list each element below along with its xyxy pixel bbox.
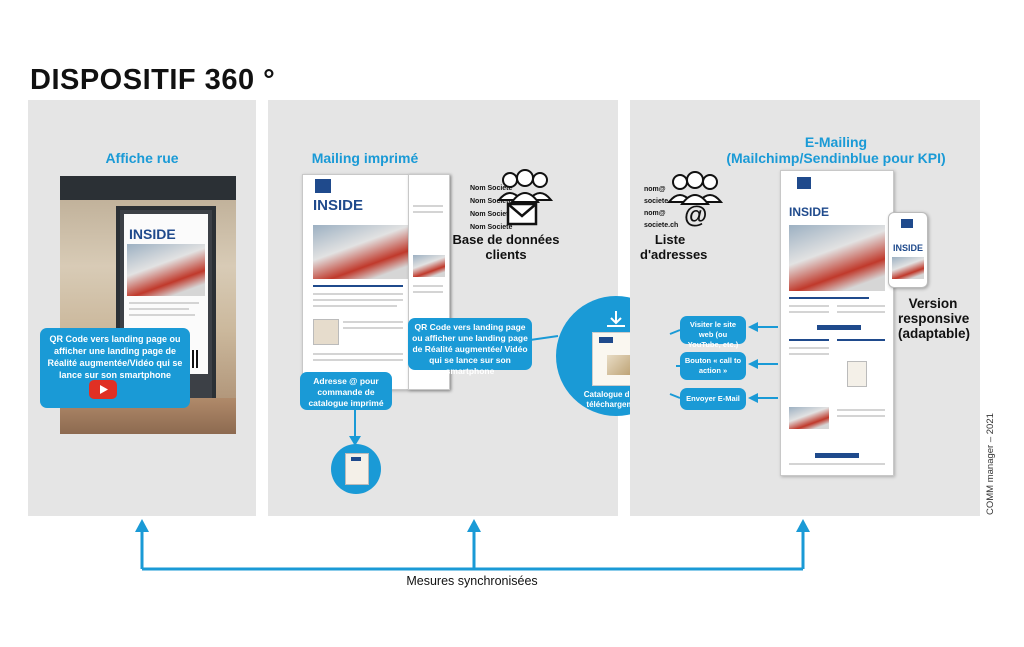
arrow-icon xyxy=(349,408,361,446)
callout-address: Adresse @ pour commande de catalogue imp… xyxy=(300,372,392,410)
callout-visit-website: Visiter le site web (ou YouTube, etc.) xyxy=(680,316,746,349)
printed-catalogue-circle xyxy=(331,444,381,494)
people-icon xyxy=(666,171,724,205)
db-name-list: Nom Societe Nom Societe Nom Societe Nom … xyxy=(470,185,513,231)
callout-qr-mailing-text: QR Code vers landing page ou afficher un… xyxy=(412,322,528,376)
page-title: DISPOSITIF 360 ° xyxy=(30,64,276,96)
panel-mailing-title: Mailing imprimé xyxy=(311,150,419,166)
mailing-doc-heading: INSIDE xyxy=(313,197,364,214)
poster-photo xyxy=(127,244,205,296)
callout-send-email: Envoyer E-Mail xyxy=(680,388,746,410)
credit-text: COMM manager – 2021 xyxy=(985,413,996,515)
sync-label: Mesures synchronisées xyxy=(406,574,538,588)
poster-heading: INSIDE xyxy=(129,226,176,242)
catalogue-label: Catalogue digital téléchargement xyxy=(583,390,649,409)
play-button-icon[interactable] xyxy=(89,380,117,399)
panel-emailing-title-2: (Mailchimp/Sendinblue pour KPI) xyxy=(726,150,946,166)
download-icon[interactable] xyxy=(604,310,628,330)
mobile-phone: INSIDE xyxy=(888,212,928,288)
at-sign-icon: @ xyxy=(684,202,708,229)
address-label: Liste d'adresses xyxy=(640,232,708,262)
envelope-icon xyxy=(506,202,538,226)
db-label: Base de données clients xyxy=(452,232,560,262)
qr-callout-connector xyxy=(530,335,559,341)
email-document: INSIDE xyxy=(780,170,894,476)
callout-qr-mailing: QR Code vers landing page ou afficher un… xyxy=(408,318,532,376)
mobile-heading: INSIDE xyxy=(893,243,924,253)
people-icon xyxy=(496,169,554,203)
email-doc-heading: INSIDE xyxy=(789,205,830,219)
callout-address-text: Adresse @ pour commande de catalogue imp… xyxy=(308,376,384,408)
responsive-label: Version responsive (adaptable) xyxy=(898,296,971,341)
panel-affiche-title: Affiche rue xyxy=(105,150,179,166)
panel-emailing-title-1: E-Mailing xyxy=(804,134,868,150)
address-entries: nom@ societe.ch nom@ societe.ch xyxy=(644,186,679,229)
callout-qr-affiche-text: QR Code vers landing page ou afficher un… xyxy=(47,334,183,380)
callout-call-to-action: Bouton « call to action » xyxy=(680,352,746,380)
